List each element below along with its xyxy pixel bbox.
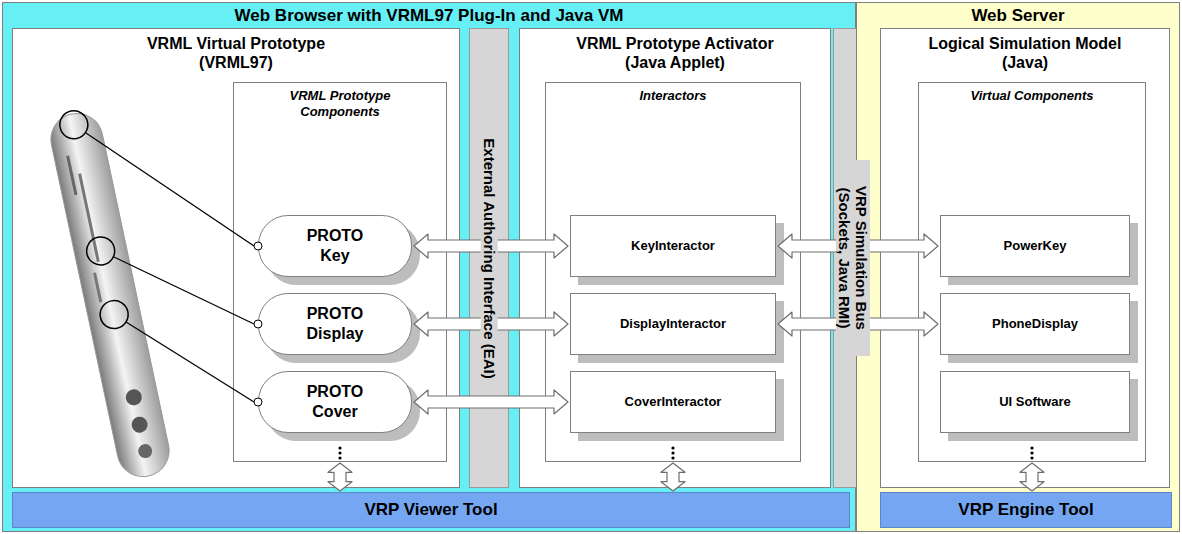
proto-node: PROTO Key [258, 215, 412, 277]
leader-line [114, 257, 254, 324]
bus-label: External Authoring Interface (EAI) [481, 135, 498, 381]
group-box: InteractorsKeyInteractorDisplayInteracto… [545, 82, 801, 462]
proto-node: PROTO Cover [258, 371, 412, 433]
proto-label: PROTO Display [298, 304, 373, 344]
callout-circle [98, 298, 131, 331]
block-arrow [328, 463, 352, 491]
continuation-dot [338, 446, 341, 449]
layer-heading: Logical Simulation Model (Java) [916, 34, 1134, 72]
block-arrow [661, 463, 685, 491]
continuation-dot [671, 451, 674, 454]
block-arrow [414, 312, 568, 336]
phone-marking [93, 272, 102, 302]
block-arrow [414, 390, 568, 414]
component-label: UI Software [999, 394, 1071, 410]
continuation-dot [1030, 456, 1033, 459]
interactor-box: KeyInteractor [570, 215, 776, 277]
continuation-dot [338, 451, 341, 454]
component-label: PowerKey [1004, 238, 1067, 254]
proto-node: PROTO Display [258, 293, 412, 355]
phone-body-group [45, 106, 173, 482]
layer-heading: VRML Virtual Prototype (VRML97) [127, 34, 345, 72]
component-label: KeyInteractor [631, 238, 715, 254]
component-box: UI Software [940, 371, 1130, 433]
region-title: Web Browser with VRML97 Plug-In and Java… [3, 6, 855, 26]
phone-button [124, 388, 143, 407]
phone-marking [78, 173, 100, 262]
component-label: DisplayInteractor [620, 316, 726, 332]
group-heading: VRML Prototype Components [270, 88, 410, 120]
phone-button [130, 415, 149, 434]
component-label: CoverInteractor [625, 394, 722, 410]
tool-label: VRP Viewer Tool [364, 500, 497, 520]
group-box: Virtual ComponentsPowerKeyPhoneDisplayUI… [918, 82, 1146, 462]
block-arrow [778, 312, 938, 336]
group-heading: Interactors [546, 88, 800, 104]
continuation-dot [1030, 451, 1033, 454]
continuation-dot [1030, 446, 1033, 449]
block-arrow [414, 234, 568, 258]
continuation-dot [671, 456, 674, 459]
component-box: PowerKey [940, 215, 1130, 277]
region-panel: Web ServerLogical Simulation Model (Java… [856, 2, 1180, 532]
block-arrow [1020, 463, 1044, 491]
proto-label: PROTO Key [298, 226, 373, 266]
phone-button [137, 443, 154, 460]
component-label: PhoneDisplay [992, 316, 1078, 332]
region-title: Web Server [857, 6, 1179, 26]
proto-label: PROTO Cover [298, 382, 373, 422]
interactor-box: DisplayInteractor [570, 293, 776, 355]
layer-heading: VRML Prototype Activator (Java Applet) [566, 34, 784, 72]
layer-box: VRML Prototype Activator (Java Applet) In… [519, 28, 831, 488]
tool-bar: VRP Engine Tool [880, 492, 1172, 528]
tool-label: VRP Engine Tool [958, 500, 1093, 520]
leader-end [254, 398, 262, 406]
continuation-dot [338, 456, 341, 459]
phone-body [46, 109, 174, 482]
callout-circle [57, 108, 90, 141]
leader-end [254, 320, 262, 328]
interface-bar: External Authoring Interface (EAI) [469, 28, 509, 488]
phone-marking [66, 155, 77, 195]
tool-bar: VRP Viewer Tool [12, 492, 850, 528]
group-box: VRML Prototype ComponentsPROTO KeyPROTO … [233, 82, 447, 462]
continuation-dot [671, 446, 674, 449]
group-heading: Virtual Components [919, 88, 1145, 104]
interactor-box: CoverInteractor [570, 371, 776, 433]
component-box: PhoneDisplay [940, 293, 1130, 355]
bus-label: VRP Simulation Bus (Sockets, Java RMI) [836, 160, 870, 356]
leader-end [254, 242, 262, 250]
leader-line [86, 133, 254, 246]
callout-circle [84, 234, 117, 267]
leader-line [126, 322, 254, 402]
block-arrow [778, 234, 938, 258]
